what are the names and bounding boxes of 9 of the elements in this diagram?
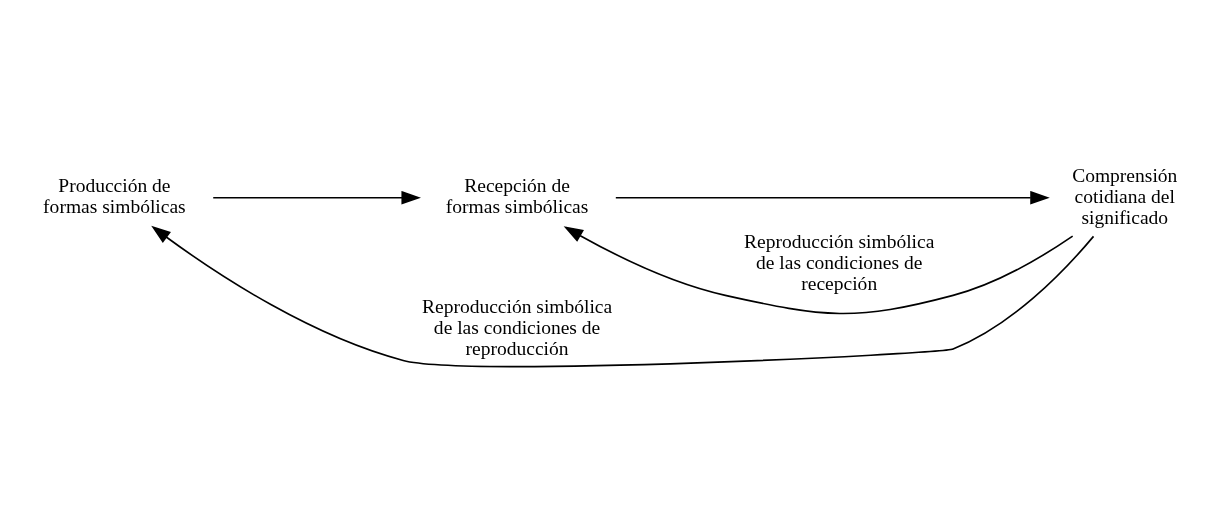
node-text: Recepción de formas simbólicas	[445, 174, 589, 217]
arrow	[563, 225, 1074, 314]
node-text: Comprensión cotidiana del significado	[1072, 164, 1178, 228]
node-text: Producción de formas simbólicas	[43, 174, 186, 217]
edge-label: Reproducción simbólica de las condiciones de recepción	[744, 230, 935, 294]
arrow	[212, 190, 421, 205]
arrow	[151, 225, 1095, 367]
arrow	[615, 190, 1050, 205]
edge-label: Reproducción simbólica de las condiciones de reproducción	[421, 295, 613, 359]
